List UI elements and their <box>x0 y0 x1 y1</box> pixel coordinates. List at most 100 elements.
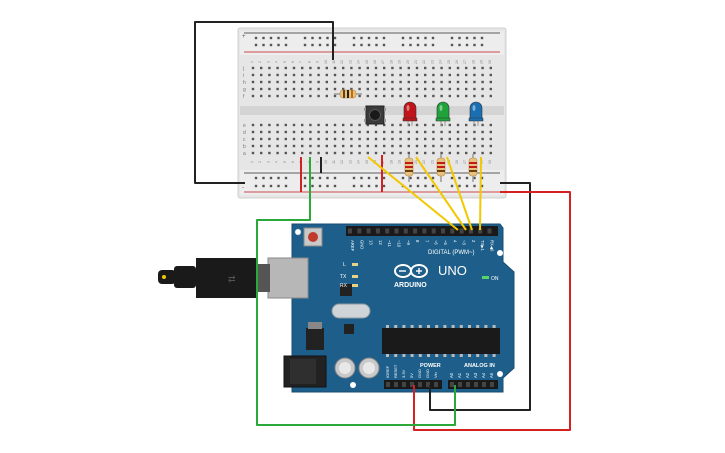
wire-black-gnd[interactable] <box>429 182 531 411</box>
breadboard-hole[interactable] <box>391 130 394 134</box>
breadboard-hole[interactable] <box>292 123 296 127</box>
breadboard-hole[interactable] <box>342 73 345 77</box>
breadboard-hole[interactable] <box>383 123 386 127</box>
breadboard-hole[interactable] <box>391 94 394 98</box>
power-rail-hole[interactable] <box>262 184 265 188</box>
breadboard-hole[interactable] <box>292 137 296 141</box>
breadboard-hole[interactable] <box>342 66 345 70</box>
power-rail-hole[interactable] <box>326 43 329 47</box>
breadboard-hole[interactable] <box>366 137 369 141</box>
breadboard-hole[interactable] <box>374 144 378 148</box>
breadboard-hole[interactable] <box>284 151 287 155</box>
power-rail-hole[interactable] <box>318 36 322 40</box>
breadboard-hole[interactable] <box>399 94 402 98</box>
breadboard-hole[interactable] <box>276 66 279 70</box>
breadboard-hole[interactable] <box>374 137 378 141</box>
breadboard-hole[interactable] <box>350 66 353 70</box>
power-rail-hole[interactable] <box>458 176 461 180</box>
breadboard-hole[interactable] <box>407 66 410 70</box>
breadboard-hole[interactable] <box>489 130 492 134</box>
led-red[interactable] <box>402 101 418 126</box>
breadboard-hole[interactable] <box>407 137 410 141</box>
power-rail-hole[interactable] <box>375 43 378 47</box>
breadboard-hole[interactable] <box>268 80 271 84</box>
breadboard-hole[interactable] <box>465 137 468 141</box>
breadboard-hole[interactable] <box>260 80 263 84</box>
breadboard-hole[interactable] <box>342 151 345 155</box>
power-rail-hole[interactable] <box>254 36 258 40</box>
breadboard-hole[interactable] <box>440 66 443 70</box>
breadboard-hole[interactable] <box>456 66 460 70</box>
breadboard-hole[interactable] <box>317 87 320 91</box>
breadboard-hole[interactable] <box>374 66 378 70</box>
power-rail-hole[interactable] <box>480 43 484 47</box>
breadboard-hole[interactable] <box>448 87 451 91</box>
breadboard-hole[interactable] <box>473 144 476 148</box>
breadboard-hole[interactable] <box>489 144 492 148</box>
breadboard-hole[interactable] <box>481 66 484 70</box>
power-rail-hole[interactable] <box>333 43 337 47</box>
breadboard-hole[interactable] <box>391 137 394 141</box>
breadboard-hole[interactable] <box>465 87 468 91</box>
breadboard-hole[interactable] <box>325 130 328 134</box>
breadboard-hole[interactable] <box>481 144 484 148</box>
power-rail-hole[interactable] <box>367 184 371 188</box>
power-rail-hole[interactable] <box>311 184 314 188</box>
breadboard-hole[interactable] <box>268 73 271 77</box>
power-rail-hole[interactable] <box>424 184 427 188</box>
breadboard-hole[interactable] <box>424 73 427 77</box>
reset-button[interactable] <box>303 227 323 247</box>
breadboard-hole[interactable] <box>465 151 468 155</box>
breadboard-hole[interactable] <box>276 80 279 84</box>
breadboard-hole[interactable] <box>284 123 287 127</box>
breadboard-hole[interactable] <box>342 80 345 84</box>
power-rail-hole[interactable] <box>277 184 280 188</box>
breadboard-hole[interactable] <box>260 94 263 98</box>
breadboard-hole[interactable] <box>424 94 427 98</box>
breadboard-hole[interactable] <box>276 87 279 91</box>
push-button[interactable] <box>364 105 386 125</box>
breadboard-hole[interactable] <box>407 80 410 84</box>
breadboard-hole[interactable] <box>251 151 255 155</box>
power-rail-hole[interactable] <box>401 43 405 47</box>
breadboard-hole[interactable] <box>473 80 476 84</box>
power-rail-hole[interactable] <box>284 36 288 40</box>
power-rail-hole[interactable] <box>409 43 412 47</box>
breadboard-hole[interactable] <box>260 66 263 70</box>
breadboard-hole[interactable] <box>342 137 345 141</box>
breadboard-hole[interactable] <box>448 123 451 127</box>
breadboard-hole[interactable] <box>383 73 386 77</box>
breadboard-hole[interactable] <box>358 144 361 148</box>
power-rail-hole[interactable] <box>375 176 378 180</box>
breadboard-hole[interactable] <box>456 123 460 127</box>
power-rail-hole[interactable] <box>367 176 371 180</box>
breadboard-hole[interactable] <box>456 94 460 98</box>
power-rail-hole[interactable] <box>318 43 322 47</box>
power-rail-hole[interactable] <box>262 176 265 180</box>
power-rail-hole[interactable] <box>424 43 427 47</box>
breadboard-hole[interactable] <box>489 137 492 141</box>
breadboard-hole[interactable] <box>350 80 353 84</box>
breadboard-hole[interactable] <box>292 151 296 155</box>
breadboard-hole[interactable] <box>366 66 369 70</box>
breadboard-hole[interactable] <box>481 130 484 134</box>
breadboard-hole[interactable] <box>366 80 369 84</box>
breadboard-hole[interactable] <box>489 123 492 127</box>
breadboard-hole[interactable] <box>489 94 492 98</box>
power-rail-hole[interactable] <box>311 36 314 40</box>
power-rail-hole[interactable] <box>480 176 484 180</box>
breadboard-hole[interactable] <box>333 66 337 70</box>
power-rail-hole[interactable] <box>333 176 337 180</box>
breadboard-hole[interactable] <box>489 87 492 91</box>
breadboard-hole[interactable] <box>407 123 410 127</box>
breadboard-hole[interactable] <box>358 80 361 84</box>
breadboard-hole[interactable] <box>432 130 435 134</box>
breadboard-hole[interactable] <box>448 80 451 84</box>
power-rail-hole[interactable] <box>401 176 405 180</box>
power-rail-hole[interactable] <box>416 176 420 180</box>
power-rail-hole[interactable] <box>382 43 386 47</box>
breadboard-hole[interactable] <box>415 87 419 91</box>
breadboard-hole[interactable] <box>383 137 386 141</box>
breadboard-hole[interactable] <box>399 151 402 155</box>
power-rail-hole[interactable] <box>303 36 307 40</box>
